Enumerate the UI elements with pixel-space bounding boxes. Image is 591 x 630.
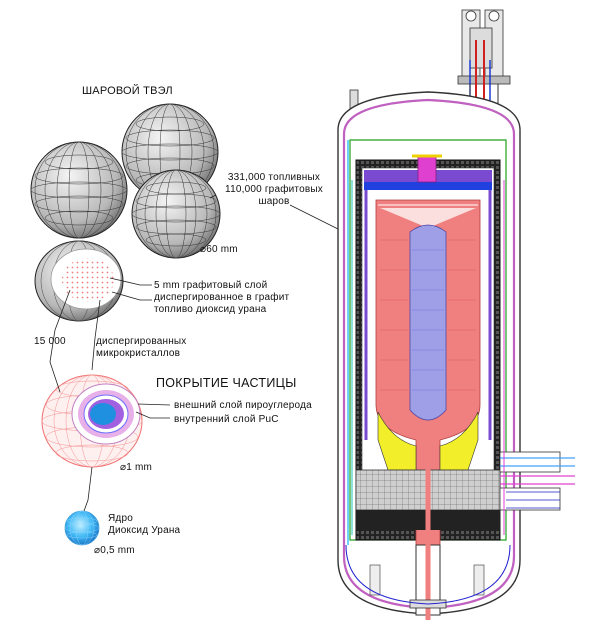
kernel-icon — [64, 510, 100, 546]
microcrystals-line-1: диспергированных — [96, 336, 187, 347]
pebble-cutaway-icon — [34, 240, 124, 322]
coating-title: ПОКРЫТИЕ ЧАСТИЦЫ — [156, 376, 297, 390]
coated-particle-icon — [41, 374, 143, 468]
fuel-count-line-1: 331,000 топливных — [227, 172, 321, 183]
fuel-count-line-3: шаров — [258, 196, 290, 207]
particle-diameter: ⌀1 mm — [120, 462, 153, 473]
pebble-diameter: ⌀60 mm — [200, 244, 238, 255]
kernel-line-2: Диоксид Урана — [108, 525, 181, 536]
pebble-title: ШАРОВОЙ ТВЭЛ — [82, 85, 173, 97]
leader-lines-left — [49, 194, 411, 512]
pebble-sphere-left-icon — [30, 141, 128, 239]
graphite-layer-line-2: диспергированное в графит — [154, 292, 290, 303]
kernel-diameter: ⌀0,5 mm — [94, 545, 135, 556]
graphite-layer-line-3: топливо диоксид урана — [154, 304, 267, 315]
microcrystals-line-2: микрокристаллов — [96, 348, 181, 359]
graphite-layer-line-1: 5 mm графитовый слой — [154, 280, 268, 291]
pebble-sphere-bottom-icon — [131, 169, 221, 259]
inner-layer-label: внутренний слой PuC — [174, 414, 279, 425]
fuel-count-line-2: 110,000 графитовых — [225, 184, 323, 195]
reactor-vessel-icon — [337, 9, 575, 620]
outer-layer-label: внешний слой пироуглерода — [174, 400, 312, 411]
kernel-line-1: Ядро — [108, 513, 133, 524]
particle-count: 15 000 — [34, 336, 66, 347]
